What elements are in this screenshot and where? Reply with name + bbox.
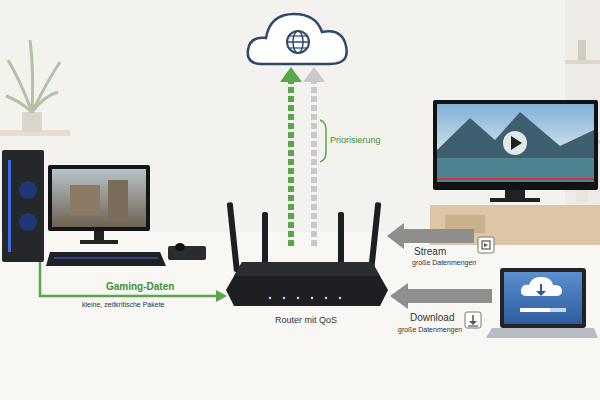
router-part [262,212,268,268]
router-part [227,202,240,272]
cloud-internet-part [248,14,347,64]
node-text: Router mit QoS [275,315,337,325]
router-part-part [269,297,272,300]
tv-part [490,198,540,202]
router-part [368,202,381,272]
plant-left-part [6,40,60,112]
router-part-part [297,297,300,300]
router-part-part [283,297,286,300]
gaming-pc-part [46,252,166,266]
gaming-pc-part [168,246,206,260]
plant-left-part [22,112,42,132]
flow-label: Download [410,312,454,324]
priority-arrows-part [303,67,325,82]
gaming-arrow [40,262,227,302]
priority-label: Priorisierung [330,135,381,145]
download-arrow-part [390,283,492,309]
laptop-part [500,268,586,328]
gaming-pc-part [70,185,100,215]
laptop-part [521,277,562,296]
gaming-pc-part [94,231,104,241]
stream-arrow-part [482,241,490,249]
stream-arrow-part [484,243,488,247]
router-node: Router mit QoS [272,314,340,326]
tv-part [437,158,594,182]
download-arrow-part [468,325,478,326]
tv [430,100,600,245]
gaming-pc-part [8,160,11,252]
gaming-pc-part [2,150,44,262]
tv-part [437,104,594,182]
shelf-right-part [578,40,586,60]
router [226,202,388,306]
priority-arrows-part [280,67,302,82]
download-arrow-part [469,321,477,325]
tv-part [503,131,527,155]
plant-left [6,40,60,132]
flow-label: Stream [414,246,446,258]
laptop-part [536,291,546,296]
laptop [486,268,598,338]
router-part [226,262,388,306]
router-part-part [339,297,342,300]
gaming-pc-part [175,243,185,251]
laptop-part [520,308,566,312]
room-background-part [0,232,600,400]
gaming-pc-part [108,180,128,220]
gaming-arrow-part [40,262,218,296]
cloud-internet-part [289,35,307,36]
download-arrow-part [465,312,481,328]
priority-arrows-part [311,80,317,246]
download-arrow [390,283,492,328]
cloud-internet-part [287,41,309,43]
tv-part [511,136,522,150]
tv-part [505,190,525,198]
priority-arrows-part [288,80,294,246]
laptop-part [504,272,582,324]
shelf-right-part [565,60,600,64]
cloud-internet [248,14,347,64]
router-part [338,212,344,268]
cloud-internet-part [287,31,309,53]
priority-arrows [280,67,326,246]
cloud-internet-part [289,47,307,48]
gaming-pc-part [80,240,118,244]
gaming-pc [2,150,206,266]
tv-part [437,112,594,158]
stream-arrow-part [387,223,474,249]
stream-arrow-part [478,237,494,253]
gaming-pc-part [48,165,150,231]
router-part [234,262,380,276]
flow-note: kleine, zeitkritische Pakete [82,301,164,309]
gaming-arrow-part [216,290,227,302]
router-part [269,297,342,300]
gaming-pc-part [19,181,37,199]
priority-arrows-part [320,120,326,162]
shelf-right-part [576,190,588,202]
gaming-pc-part [54,258,158,259]
laptop-part [486,328,598,338]
router-part-part [311,297,314,300]
flow-note: große Datenmengen [398,326,462,334]
gaming-pc-part [19,213,37,231]
tv-part [433,100,598,190]
flow-label: Gaming-Daten [106,281,174,293]
router-part-part [325,297,328,300]
tv-part [437,178,594,180]
laptop-part [520,308,550,312]
gaming-pc-part [52,169,146,227]
flow-note: große Datenmengen [412,259,476,267]
